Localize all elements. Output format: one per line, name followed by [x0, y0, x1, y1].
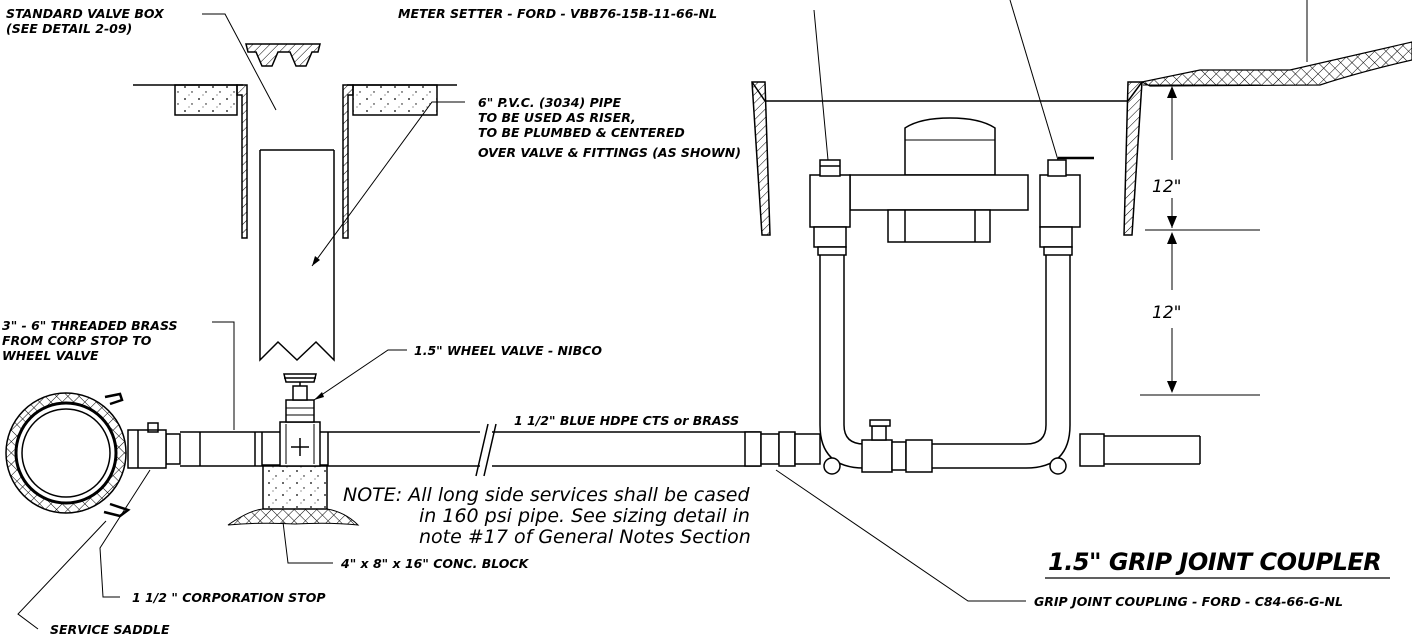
- dimension-upper: 12": [1152, 177, 1181, 197]
- ground-under-block: [227, 508, 360, 526]
- valve-box-wall-right: [342, 84, 354, 239]
- corporation-stop: [127, 429, 167, 469]
- service-line: [165, 423, 760, 477]
- concrete-collar-left: [174, 84, 238, 116]
- general-note: NOTE: All long side services shall be ca…: [343, 484, 751, 548]
- wheel-valve: [279, 373, 321, 467]
- concrete-block: [262, 464, 328, 510]
- valve-box: [133, 43, 457, 239]
- pvc-label-line-2: TO BE USED AS RISER,: [478, 110, 636, 125]
- setter-risers: [817, 246, 1073, 475]
- valve-box-detail-label: (SEE DETAIL 2-09): [6, 21, 132, 36]
- valve-box-lid: [245, 43, 321, 67]
- pvc-label-line-1: 6" P.V.C. (3034) PIPE: [478, 95, 622, 110]
- brass-label-line-3: WHEEL VALVE: [2, 348, 99, 363]
- wheel-valve-label: 1.5" WHEEL VALVE - NIBCO: [414, 343, 602, 358]
- pvc-label-line-4: OVER VALVE & FITTINGS (AS SHOWN): [478, 145, 741, 160]
- water-meter: [809, 117, 1094, 248]
- brass-label-line-1: 3" - 6" THREADED BRASS: [2, 318, 178, 333]
- conc-block-label: 4" x 8" x 16" CONC. BLOCK: [340, 556, 530, 571]
- meter-box-wall-right: [1123, 81, 1143, 236]
- hdpe-label: 1 1/2" BLUE HDPE CTS or BRASS: [514, 413, 739, 428]
- service-saddle: [5, 392, 167, 518]
- leader-lines: [17, 0, 1308, 630]
- note-line-3: note #17 of General Notes Section: [419, 526, 751, 548]
- valve-box-label: STANDARD VALVE BOX: [6, 6, 165, 21]
- dimension-lower: 12": [1152, 303, 1181, 323]
- meter-pit: [751, 41, 1412, 236]
- corp-stop-label: 1 1/2 " CORPORATION STOP: [132, 590, 325, 605]
- grip-coupling-label: GRIP JOINT COUPLING - FORD - C84-66-G-NL: [1034, 594, 1343, 609]
- note-line-1: NOTE: All long side services shall be ca…: [343, 484, 750, 506]
- service-saddle-label: SERVICE SADDLE: [50, 622, 170, 637]
- concrete-collar-right: [352, 84, 438, 116]
- dimension-lines: [1140, 84, 1260, 396]
- pvc-riser: [259, 149, 335, 362]
- meter-setter-label: METER SETTER - FORD - VBB76-15B-11-66-NL: [398, 6, 717, 21]
- callouts: STANDARD VALVE BOX (SEE DETAIL 2-09) MET…: [2, 6, 1343, 637]
- grip-joint-coupling: [744, 419, 1201, 473]
- brass-label-line-2: FROM CORP STOP TO: [2, 333, 152, 348]
- drawing-title: 1.5" GRIP JOINT COUPLER: [1048, 548, 1381, 576]
- valve-box-wall-left: [236, 84, 248, 239]
- note-line-2: in 160 psi pipe. See sizing detail in: [419, 505, 750, 527]
- pvc-label-line-3: TO BE PLUMBED & CENTERED: [478, 125, 685, 140]
- ground-grade: [1140, 41, 1412, 87]
- meter-box-wall-left: [751, 81, 771, 236]
